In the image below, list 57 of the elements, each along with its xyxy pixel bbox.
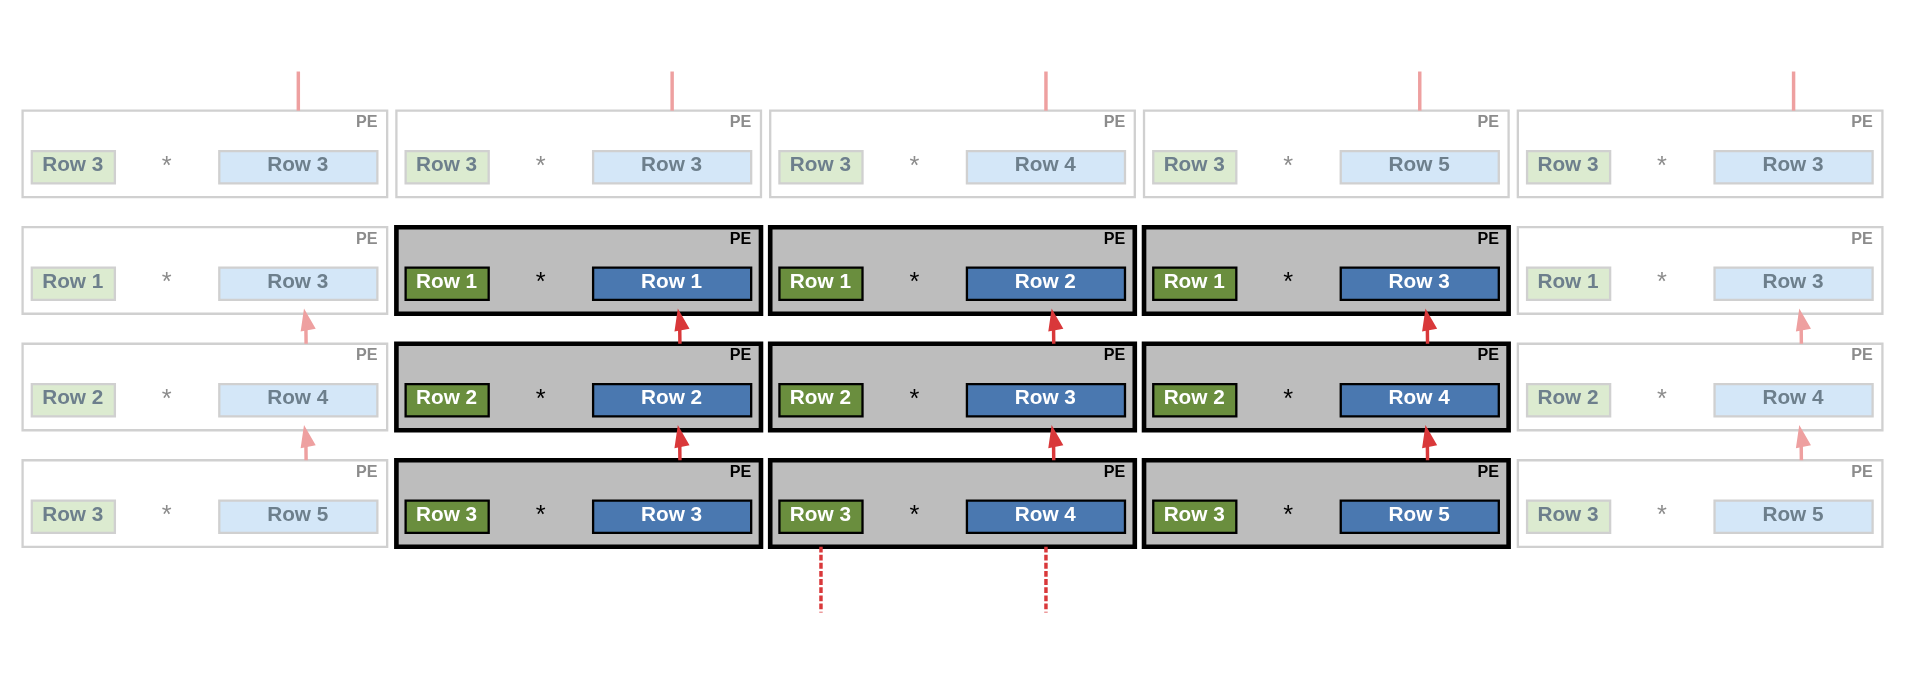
connector xyxy=(1044,546,1048,612)
node-box: Row 5 xyxy=(1339,149,1500,184)
arrow xyxy=(1795,424,1811,460)
node-box: Row 3 xyxy=(591,149,753,184)
node-box: Row 2 xyxy=(1152,382,1238,418)
arrow xyxy=(1422,308,1438,344)
node-box: Row 4 xyxy=(1713,382,1874,418)
node-box: Row 3 xyxy=(30,149,117,184)
node-box: Row 2 xyxy=(778,382,864,418)
arrow xyxy=(300,308,316,344)
node-box: Row 2 xyxy=(591,382,753,418)
node-box: Row 2 xyxy=(30,382,117,418)
connector xyxy=(1791,71,1796,111)
node-box: Row 3 xyxy=(778,149,864,184)
node-box: Row 3 xyxy=(1152,149,1238,184)
node-box: Row 3 xyxy=(218,149,379,184)
node-box: Row 5 xyxy=(1339,499,1500,534)
arrow xyxy=(1795,308,1811,344)
arrow xyxy=(1048,424,1064,460)
arrow xyxy=(674,308,690,344)
node-box: Row 3 xyxy=(1713,149,1874,184)
node-box: Row 3 xyxy=(778,499,864,534)
node-box: Row 1 xyxy=(591,265,753,301)
node-box: Row 1 xyxy=(1525,265,1612,301)
node-box: Row 4 xyxy=(1339,382,1500,418)
connector xyxy=(1044,71,1048,111)
arrow xyxy=(1422,424,1438,460)
node-box: Row 3 xyxy=(965,382,1127,418)
node-box: Row 3 xyxy=(404,149,490,184)
node-box: Row 1 xyxy=(1152,265,1238,301)
connector xyxy=(1418,71,1422,111)
node-box: Row 3 xyxy=(591,499,753,534)
node-box: Row 5 xyxy=(1713,499,1874,534)
node-box: Row 3 xyxy=(1525,149,1612,184)
arrow xyxy=(300,424,316,460)
node-box: Row 4 xyxy=(965,149,1127,184)
node-box: Row 1 xyxy=(404,265,490,301)
arrow xyxy=(1048,308,1064,344)
node-box: Row 1 xyxy=(778,265,864,301)
node-box: Row 5 xyxy=(218,499,379,534)
node-box: Row 2 xyxy=(965,265,1127,301)
connector xyxy=(670,71,674,111)
node-box: Row 3 xyxy=(1339,265,1500,301)
node-box: Row 3 xyxy=(218,265,379,301)
node-box: Row 3 xyxy=(30,499,117,534)
node-box: Row 3 xyxy=(1525,499,1612,534)
node-box: Row 4 xyxy=(218,382,379,418)
node-box: Row 3 xyxy=(404,499,490,534)
arrow xyxy=(674,424,690,460)
connector xyxy=(819,546,823,612)
node-box: Row 1 xyxy=(30,265,117,301)
node-box: Row 4 xyxy=(965,499,1127,534)
node-box: Row 3 xyxy=(1152,499,1238,534)
node-box: Row 3 xyxy=(1713,265,1874,301)
connector xyxy=(296,71,301,111)
node-box: Row 2 xyxy=(1525,382,1612,418)
node-box: Row 2 xyxy=(404,382,490,418)
